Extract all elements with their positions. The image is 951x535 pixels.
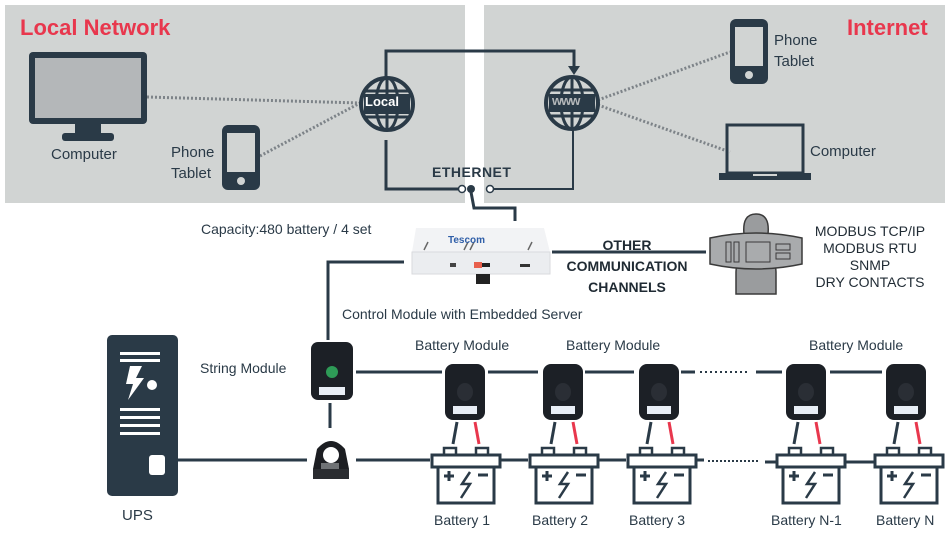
- battery-icon: [528, 446, 600, 505]
- control-module-caption: Control Module with Embedded Server: [342, 306, 583, 322]
- string-module-device: [311, 342, 353, 400]
- string-module-label: String Module: [200, 360, 287, 376]
- dotted-link-computer-local: [146, 95, 361, 105]
- capacity-label: Capacity:480 battery / 4 set: [201, 221, 372, 237]
- dotted-link-www-phone: [597, 50, 731, 102]
- negative-lead: [451, 421, 459, 445]
- battery-module-label: Battery Module: [566, 337, 661, 353]
- phone-icon: [222, 125, 260, 190]
- battery-label: Battery 3: [629, 512, 686, 528]
- link-controller-to-string: [326, 260, 404, 340]
- battery-module-label: Battery Module: [809, 337, 904, 353]
- positive-lead: [473, 421, 481, 445]
- protocol-item: DRY CONTACTS: [815, 274, 925, 290]
- link-www-to-ethernet: [493, 130, 574, 190]
- dotted-link-phone-local: [259, 101, 361, 158]
- ethernet-port-icon: [485, 184, 495, 194]
- ups-icon: [107, 335, 178, 496]
- battery-icon: [626, 446, 698, 505]
- link-ethernet-to-controller: [469, 191, 517, 221]
- battery-icon: [775, 446, 847, 505]
- battery-module-device: [786, 364, 826, 445]
- operator-screens-icon: [709, 213, 803, 295]
- negative-lead: [645, 421, 653, 445]
- negative-lead: [792, 421, 800, 445]
- www-globe-label: www: [552, 93, 580, 108]
- ethernet-label: ETHERNET: [432, 164, 512, 180]
- local-globe-icon: [359, 76, 415, 132]
- battery-module-device: [886, 364, 926, 445]
- positive-lead: [571, 421, 579, 445]
- phone-icon: [730, 19, 768, 84]
- laptop-icon: [719, 123, 811, 180]
- battery-label: Battery 1: [434, 512, 491, 528]
- positive-lead: [914, 421, 922, 445]
- other-channels-label: OTHER COMMUNICATION CHANNELS: [566, 237, 688, 295]
- www-globe-icon: [544, 75, 600, 131]
- dotted-link-www-computer: [597, 103, 731, 154]
- internet-title: Internet: [847, 15, 928, 40]
- protocol-item: MODBUS TCP/IP: [814, 223, 926, 239]
- protocol-item: MODBUS RTU: [823, 240, 917, 256]
- negative-lead: [892, 421, 900, 445]
- protocol-list: MODBUS TCP/IP MODBUS RTU SNMP DRY CONTAC…: [805, 223, 935, 291]
- battery-label: Battery N: [876, 512, 935, 528]
- brand-label: Tescom: [448, 235, 486, 246]
- ethernet-port-icon: [457, 184, 467, 194]
- link-local-to-www: [384, 49, 576, 78]
- control-module-device: Tescom: [404, 226, 554, 284]
- internet-computer-label: Computer: [810, 143, 876, 160]
- battery-icon: [873, 446, 945, 505]
- positive-lead: [814, 421, 822, 445]
- internet-phone-label: Phone Tablet: [774, 32, 818, 70]
- negative-lead: [549, 421, 557, 445]
- battery-label: Battery 2: [532, 512, 589, 528]
- ups-label: UPS: [122, 507, 153, 524]
- battery-icon: [430, 446, 502, 505]
- arrow-down-icon: [568, 66, 580, 75]
- monitor-icon: [29, 52, 147, 141]
- battery-label: Battery N-1: [771, 512, 842, 528]
- protocol-item: SNMP: [849, 257, 891, 273]
- ethernet-port-icon: [467, 185, 475, 193]
- battery-module-label: Battery Module: [415, 337, 510, 353]
- local-globe-label: Local: [365, 94, 399, 109]
- link-local-to-ethernet: [384, 140, 459, 191]
- local-phone-label: Phone Tablet: [171, 144, 215, 182]
- positive-lead: [667, 421, 675, 445]
- battery-module-device: [543, 364, 583, 445]
- battery-module-device: [639, 364, 679, 445]
- local-computer-label: Computer: [51, 146, 117, 163]
- battery-module-device: [445, 364, 485, 445]
- local-network-title: Local Network: [20, 15, 171, 40]
- current-sensor-icon: [313, 441, 349, 479]
